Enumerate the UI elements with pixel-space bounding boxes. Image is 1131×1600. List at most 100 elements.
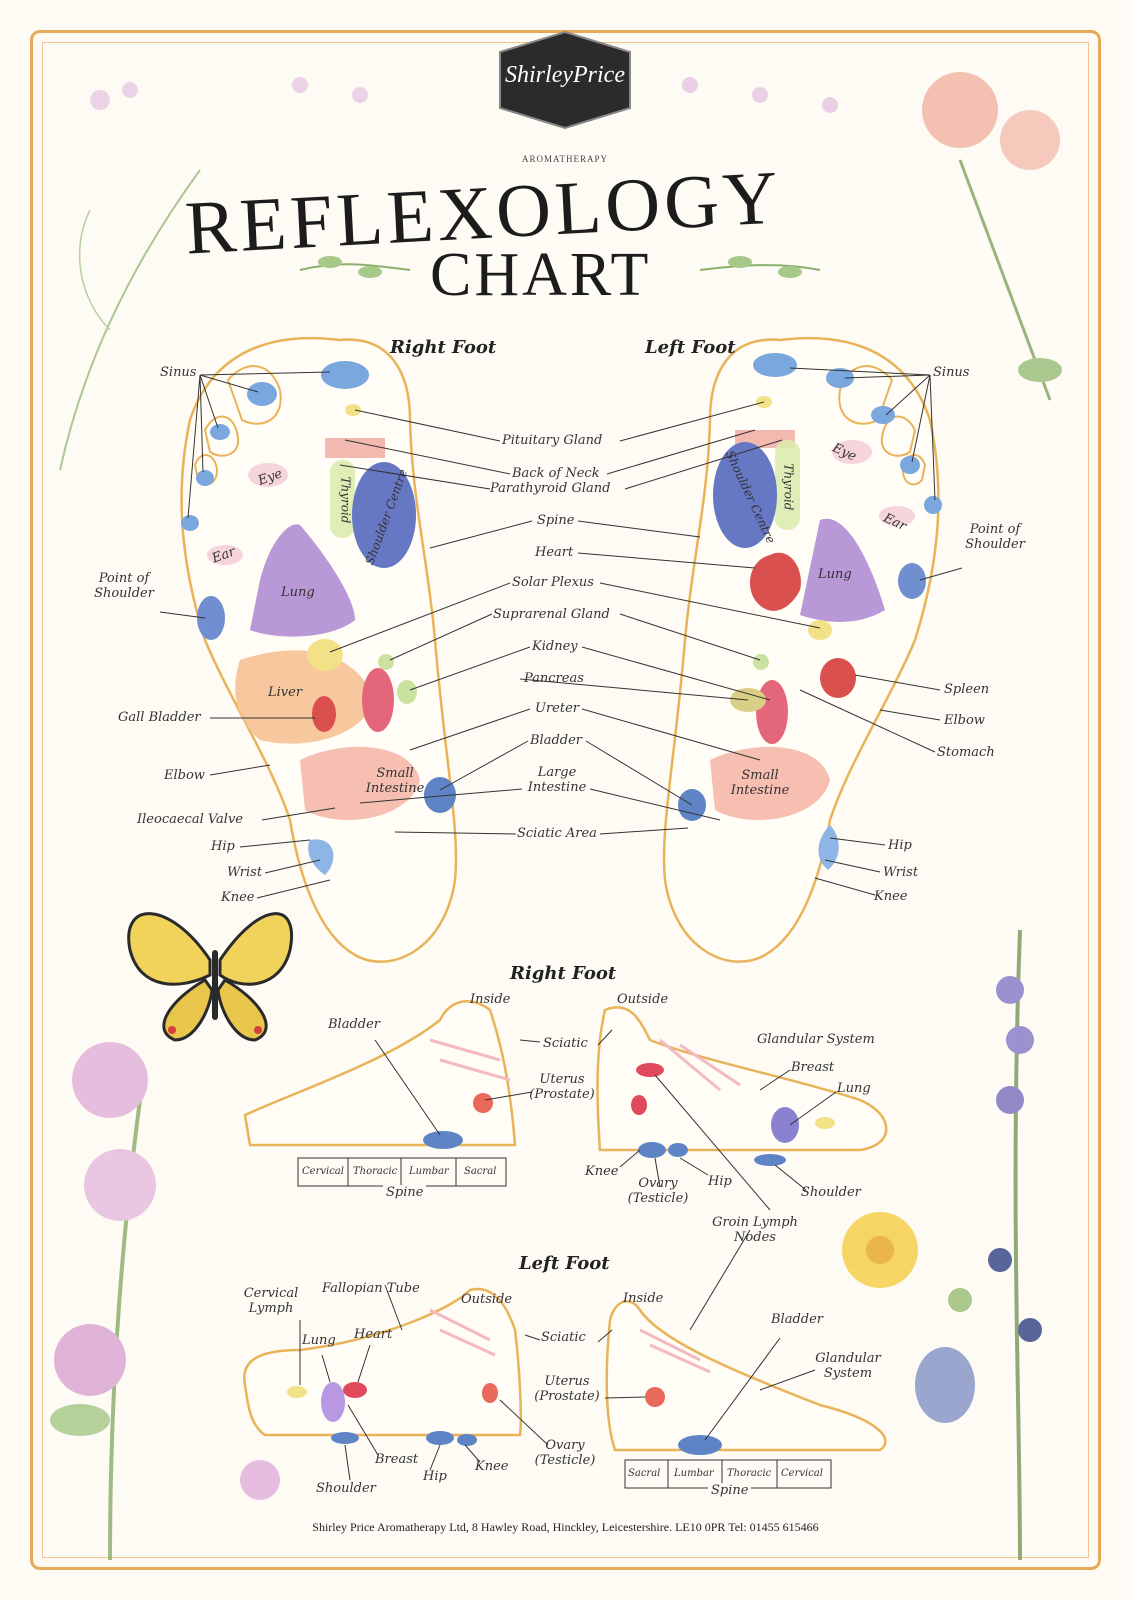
label-stomach: Stomach [937, 745, 995, 760]
label-right-thyroid: Thyroid [338, 476, 353, 524]
label-side-right-knee: Knee [585, 1164, 619, 1179]
label-right-wrist: Wrist [227, 865, 263, 880]
label-spine: Spine [537, 513, 575, 528]
label-right-hip: Hip [211, 839, 235, 854]
spine-right-sacral: Sacral [464, 1166, 497, 1177]
label-spleen: Spleen [944, 682, 990, 697]
label-side-left-inside: Inside [623, 1291, 664, 1306]
brand-logo: ShirleyPrice AROMATHERAPY [495, 30, 635, 164]
label-side-right-outside: Outside [617, 992, 669, 1007]
label-side-left-outside: Outside [461, 1292, 513, 1307]
left-foot-inside-view [597, 1300, 887, 1489]
left-foot-outside-view [243, 1284, 549, 1481]
label-kidney: Kidney [532, 639, 578, 654]
label-side-left-heart: Heart [354, 1327, 393, 1342]
brand-name: ShirleyPrice [505, 62, 625, 88]
footer-address: Shirley Price Aromatherapy Ltd, 8 Hawley… [312, 1520, 819, 1534]
flower-decoration-top-right [682, 72, 1062, 401]
label-left-hip: Hip [888, 838, 912, 853]
right-foot-inside-view [243, 1000, 541, 1187]
label-side-left-hip: Hip [423, 1469, 447, 1484]
spine-left-cervical: Cervical [781, 1468, 823, 1479]
label-right-small-intestine: Small Intestine [365, 766, 425, 796]
leaf-sprig-right [699, 256, 821, 278]
sole-left-foot-heading: Left Foot [645, 337, 736, 358]
label-side-left-knee: Knee [475, 1459, 509, 1474]
label-left-point-of-shoulder: Point of Shoulder [965, 522, 1025, 552]
label-side-right-uterus: Uterus (Prostate) [529, 1072, 595, 1102]
label-side-left-sciatic: Sciatic [541, 1330, 586, 1345]
label-side-right-hip: Hip [708, 1174, 732, 1189]
spine-right-lumbar: Lumbar [409, 1166, 449, 1177]
label-sciatic-area: Sciatic Area [517, 826, 597, 841]
label-right-point-of-shoulder: Point of Shoulder [94, 571, 154, 601]
label-liver: Liver [268, 685, 303, 700]
label-solar-plexus: Solar Plexus [512, 575, 594, 590]
label-bladder: Bladder [530, 733, 583, 748]
logo-hexagon-icon [499, 30, 631, 130]
label-left-elbow: Elbow [944, 713, 985, 728]
label-side-left-uterus: Uterus (Prostate) [534, 1374, 600, 1404]
leaf-sprig-left [299, 256, 411, 278]
spine-right-cervical: Cervical [302, 1166, 344, 1177]
brand-tagline: AROMATHERAPY [521, 154, 608, 164]
label-left-lung: Lung [818, 567, 852, 582]
label-side-right-breast: Breast [791, 1060, 835, 1075]
right-foot-sole [180, 336, 458, 963]
label-side-right-glandular-system: Glandular System [757, 1032, 875, 1047]
label-left-thyroid: Thyroid [781, 463, 796, 511]
butterfly-illustration [127, 912, 293, 1042]
label-side-left-breast: Breast [375, 1452, 419, 1467]
label-left-wrist: Wrist [883, 865, 919, 880]
flower-decoration-bottom-right [842, 929, 1042, 1561]
label-ureter: Ureter [535, 701, 579, 716]
label-ileocaecal-valve: Ileocaecal Valve [137, 812, 243, 827]
label-groin-lymph-nodes: Groin Lymph Nodes [712, 1215, 798, 1245]
label-heart: Heart [535, 545, 574, 560]
label-side-left-glandular-system: Glandular System [815, 1351, 881, 1381]
label-right-sinus: Sinus [160, 365, 197, 380]
label-left-sinus: Sinus [933, 365, 970, 380]
label-side-right-sciatic: Sciatic [543, 1036, 588, 1051]
side-left-foot-heading: Left Foot [519, 1253, 610, 1274]
flower-decoration-bottom-left [50, 1042, 280, 1561]
title-line-2: CHART [430, 241, 652, 309]
label-side-right-shoulder: Shoulder [801, 1185, 861, 1200]
flower-decoration-top-left [59, 77, 368, 471]
label-side-right-ovary: Ovary (Testicle) [627, 1176, 689, 1206]
sole-leader-lines [159, 367, 963, 899]
label-suprarenal-gland: Suprarenal Gland [493, 607, 610, 622]
spine-left-sacral: Sacral [628, 1468, 661, 1479]
label-side-right-lung: Lung [837, 1081, 871, 1096]
label-parathyroid-gland: Parathyroid Gland [490, 481, 611, 496]
label-side-right-bladder: Bladder [328, 1017, 381, 1032]
label-left-knee: Knee [874, 889, 908, 904]
label-left-small-intestine: Small Intestine [730, 768, 790, 798]
sole-right-foot-heading: Right Foot [390, 337, 497, 358]
label-right-lung: Lung [281, 585, 315, 600]
label-right-knee: Knee [221, 890, 255, 905]
label-gall-bladder: Gall Bladder [118, 710, 201, 725]
spine-right-label: Spine [383, 1185, 427, 1200]
label-back-of-neck: Back of Neck [512, 466, 600, 481]
label-fallopian-tube: Fallopian Tube [322, 1281, 420, 1296]
side-right-foot-heading: Right Foot [510, 963, 617, 984]
label-large-intestine: Large Intestine [527, 765, 587, 795]
label-right-elbow: Elbow [164, 768, 205, 783]
label-cervical-lymph: Cervical Lymph [243, 1286, 299, 1316]
label-pancreas: Pancreas [524, 671, 584, 686]
spine-right-thoracic: Thoracic [353, 1166, 398, 1177]
label-side-left-shoulder: Shoulder [316, 1481, 376, 1496]
spine-left-lumbar: Lumbar [674, 1468, 714, 1479]
spine-left-thoracic: Thoracic [727, 1468, 772, 1479]
left-foot-sole [662, 336, 942, 963]
spine-left-label: Spine [708, 1483, 752, 1498]
label-pituitary-gland: Pituitary Gland [502, 433, 603, 448]
label-side-left-bladder: Bladder [771, 1312, 824, 1327]
right-foot-outside-view [596, 1006, 888, 1331]
label-side-left-lung: Lung [302, 1333, 336, 1348]
label-side-left-ovary: Ovary (Testicle) [534, 1438, 596, 1468]
label-side-right-inside: Inside [470, 992, 511, 1007]
